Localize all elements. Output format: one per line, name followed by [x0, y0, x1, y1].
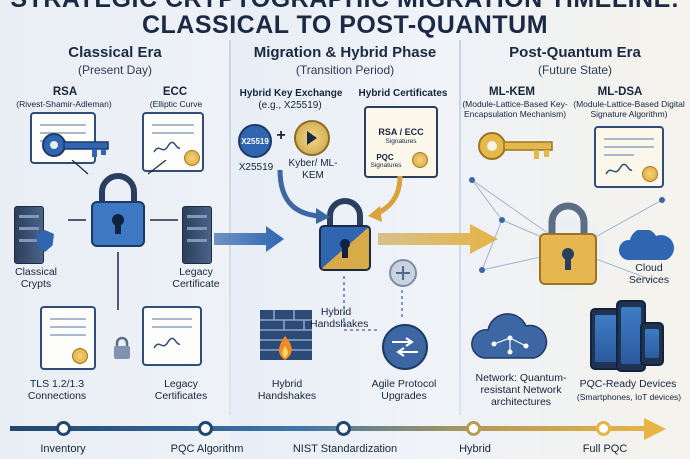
era-hybrid-name: Migration & Hybrid Phase	[253, 44, 437, 61]
devices-sub-label: (Smartphones, IoT devices)	[576, 392, 682, 402]
pq-key-icon	[478, 132, 553, 160]
era-pq-name: Post-Quantum Era	[509, 44, 641, 61]
cert-pqc-signatures-text: Signatures	[370, 162, 402, 169]
timeline-label-pqc-algorithm: PQC Algorithm	[170, 443, 244, 455]
title-line-1: STRATEGIC CRYPTOGRAPHIC MIGRATION TIMELI…	[0, 0, 690, 12]
hybrid-handshakes-center-label: Hybrid Handshakes	[310, 306, 369, 330]
era-divider-2	[459, 40, 461, 415]
small-lock-icon	[114, 336, 130, 359]
timeline-label-hybrid: Hybrid	[459, 443, 491, 455]
hybrid-flow-arrows	[277, 169, 403, 224]
hybrid-key-exchange-label: Hybrid Key Exchange	[239, 88, 343, 99]
network-label: Network: Quantum-resistant Network archi…	[475, 372, 567, 408]
timeline-node-nist	[336, 421, 351, 436]
classical-crypts-label: Classical Crypts	[14, 266, 57, 290]
era-classical-name: Classical Era	[68, 44, 162, 61]
legacy-certificates-label: Legacy Certificates	[154, 378, 208, 402]
classical-lock-icon	[91, 173, 145, 247]
timeline-node-hybrid	[466, 421, 481, 436]
transition-arrow-1	[214, 226, 284, 252]
cloud-services-label: Cloud Services	[628, 262, 670, 286]
cert-signatures-text: Signatures	[385, 138, 417, 145]
ecc-sub-label: (Elliptic Curve	[149, 99, 203, 109]
tls-certificate-icon	[40, 306, 96, 370]
era-divider-1	[229, 40, 231, 415]
router-small-icon	[389, 259, 417, 287]
title-line-2: CLASSICAL TO POST-QUANTUM	[141, 11, 549, 39]
kyber-badge-icon	[294, 120, 330, 156]
agile-protocol-label: Agile Protocol Upgrades	[371, 378, 437, 402]
devices-label: PQC-Ready Devices	[579, 378, 677, 390]
x25519-label: X25519	[238, 162, 274, 173]
legacy-certificate-label: Legacy Certificate	[172, 266, 220, 290]
small-phone-icon	[640, 322, 664, 366]
era-pq-header: Post-Quantum Era (Future State)	[460, 44, 690, 77]
fire-icon	[278, 336, 292, 360]
shield-icon	[36, 230, 54, 252]
plus-sign: +	[276, 127, 286, 144]
timeline-node-pqc-algorithm	[198, 421, 213, 436]
era-classical-sub: (Present Day)	[77, 63, 153, 77]
timeline-arrowhead	[644, 418, 666, 440]
cloud-services-icon	[619, 230, 674, 260]
x25519-badge-text: X25519	[241, 136, 269, 146]
ecc-label: ECC	[162, 86, 188, 98]
timeline-label-nist: NIST Standardization	[292, 443, 398, 455]
rsa-label: RSA	[52, 86, 78, 98]
hybrid-certificates-label: Hybrid Certificates	[358, 88, 448, 99]
pq-lock-icon	[528, 202, 608, 292]
legacy-certificate-icon	[142, 306, 202, 366]
timeline-node-inventory	[56, 421, 71, 436]
router-icon	[382, 324, 428, 370]
hybrid-key-exchange-sub: (e.g., X25519)	[258, 100, 322, 111]
timeline-label-full-pqc: Full PQC	[582, 443, 628, 455]
cloud-icon	[471, 313, 548, 359]
key-icon	[42, 133, 109, 157]
era-hybrid-sub: (Transition Period)	[295, 63, 395, 77]
legacy-server-icon	[182, 206, 212, 264]
cert-rsa-ecc-text: RSA / ECC	[378, 127, 424, 137]
mlkem-sub-label: (Module-Lattice-Based Key-Encapsulation …	[462, 99, 568, 119]
hybrid-certificate-icon: RSA / ECC Signatures PQC Signatures	[364, 106, 438, 178]
timeline-bar	[10, 426, 650, 431]
hybrid-dashed-links	[343, 276, 403, 331]
ecc-certificate-icon	[142, 112, 204, 172]
kyber-label: Kyber/ ML-KEM	[288, 158, 338, 181]
era-pq-sub: (Future State)	[537, 63, 613, 77]
timeline-node-full-pqc	[596, 421, 611, 436]
transition-arrow-2	[378, 224, 498, 254]
timeline-label-inventory: Inventory	[40, 443, 86, 455]
mldsa-sub-label: (Module-Lattice-Based Digital Signature …	[573, 99, 685, 119]
hybrid-lock-icon	[319, 198, 371, 271]
cert-pqc-text: PQC	[376, 153, 394, 162]
server-icon	[14, 206, 44, 264]
tls-label: TLS 1.2/1.3 Connections	[27, 378, 87, 402]
mldsa-certificate-icon	[594, 126, 664, 188]
page-title: STRATEGIC CRYPTOGRAPHIC MIGRATION TIMELI…	[0, 0, 690, 38]
classical-connections	[68, 160, 178, 310]
rsa-sub-label: (Rivest-Shamir-Adleman)	[16, 99, 112, 109]
x25519-badge: X25519	[238, 124, 272, 158]
era-classical-header: Classical Era (Present Day)	[0, 44, 230, 77]
timeline	[10, 418, 666, 440]
mldsa-label: ML-DSA	[597, 86, 643, 98]
mlkem-label: ML-KEM	[489, 86, 535, 98]
hybrid-handshakes-label: Hybrid Handshakes	[257, 378, 317, 402]
era-hybrid-header: Migration & Hybrid Phase (Transition Per…	[230, 44, 460, 77]
